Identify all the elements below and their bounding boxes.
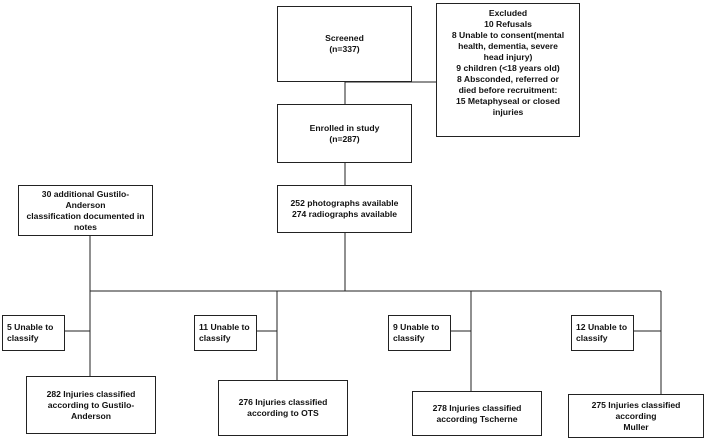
- available-box: 252 photographs available 274 radiograph…: [277, 185, 412, 233]
- additional-classification-box: 30 additional Gustilo-Anderson classific…: [18, 185, 153, 236]
- classified-line: 278 Injuries classified: [432, 402, 522, 413]
- unable-line: classify: [393, 333, 425, 343]
- classified-line: Anderson: [70, 410, 112, 421]
- unable-box-gustilo: 5 Unable to classify: [2, 315, 65, 351]
- excluded-line: 9 children (<18 years old): [456, 63, 560, 73]
- unable-line: 12 Unable to: [576, 322, 628, 332]
- classified-line: according to Gustilo-: [47, 399, 135, 410]
- unable-line: classify: [199, 333, 231, 343]
- classified-box-muller: 275 Injuries classified according Muller: [568, 394, 704, 438]
- additional-line: 30 additional Gustilo-Anderson: [41, 188, 130, 210]
- excluded-line: head injury): [483, 52, 533, 62]
- classified-box-ots: 276 Injuries classified according to OTS: [218, 380, 348, 436]
- unable-box-ots: 11 Unable to classify: [194, 315, 257, 351]
- excluded-line: 8 Absconded, referred or: [457, 74, 559, 84]
- excluded-line: injuries: [492, 107, 524, 117]
- classified-box-gustilo: 282 Injuries classified according to Gus…: [26, 376, 156, 434]
- excluded-line: died before recruitment:: [458, 85, 558, 95]
- screened-label: Screened: [325, 33, 364, 43]
- excluded-line: 8 Unable to consent(mental: [451, 30, 565, 40]
- radiographs-available: 274 radiographs available: [291, 209, 398, 219]
- screened-count: (n=337): [329, 44, 360, 54]
- classified-line: according Tscherne: [436, 413, 518, 424]
- unable-line: 5 Unable to: [7, 322, 54, 332]
- classified-line: 282 Injuries classified: [46, 388, 136, 399]
- excluded-line: 15 Metaphyseal or closed: [455, 96, 561, 106]
- classified-line: Muller: [623, 421, 649, 432]
- unable-line: 11 Unable to: [199, 322, 250, 332]
- additional-line: classification documented in: [26, 210, 145, 221]
- photographs-available: 252 photographs available: [290, 198, 399, 208]
- excluded-box: Excluded 10 Refusals 8 Unable to consent…: [436, 3, 580, 137]
- screened-box: Screened (n=337): [277, 6, 412, 82]
- classified-line: according to OTS: [247, 408, 319, 418]
- classified-line: 276 Injuries classified: [238, 397, 328, 407]
- enrolled-count: (n=287): [329, 133, 360, 144]
- excluded-line: 10 Refusals: [484, 19, 532, 29]
- unable-line: classify: [576, 333, 608, 343]
- unable-box-tscherne: 9 Unable to classify: [388, 315, 451, 351]
- enrolled-label: Enrolled in study: [309, 122, 380, 133]
- excluded-line: health, dementia, severe: [458, 41, 558, 51]
- unable-line: classify: [7, 333, 39, 343]
- unable-line: 9 Unable to: [393, 322, 440, 332]
- classified-box-tscherne: 278 Injuries classified according Tscher…: [412, 391, 542, 436]
- enrolled-box: Enrolled in study (n=287): [277, 104, 412, 163]
- excluded-title: Excluded: [488, 8, 528, 18]
- classified-line: 275 Injuries classified according: [591, 399, 681, 421]
- additional-line: notes: [74, 221, 97, 232]
- unable-box-muller: 12 Unable to classify: [571, 315, 634, 351]
